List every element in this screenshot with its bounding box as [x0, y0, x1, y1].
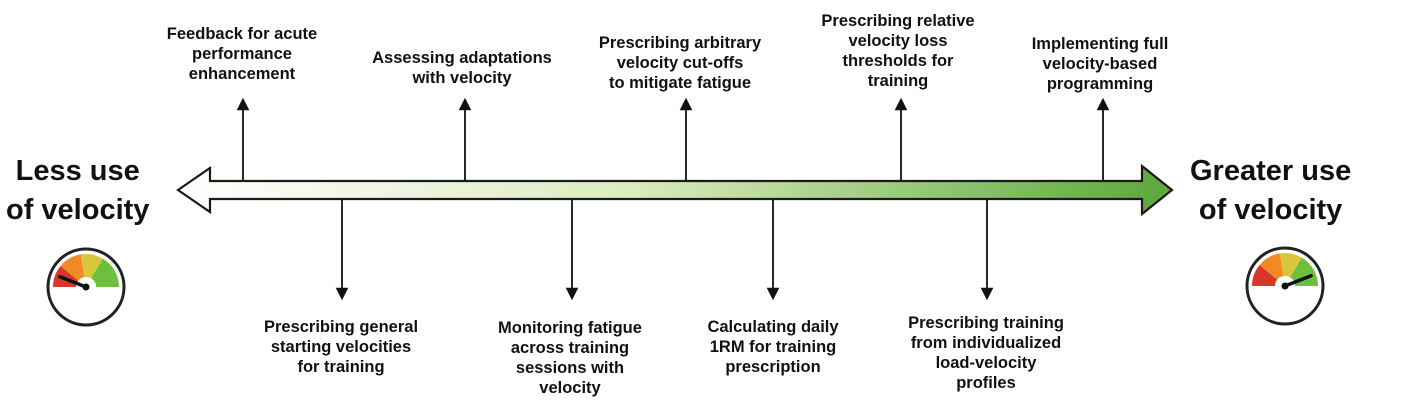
bottom-item-label: Prescribing general starting velocities … — [263, 318, 419, 376]
gauge-segment — [1259, 253, 1284, 280]
gauge-needle — [58, 274, 88, 289]
top-item-label: Feedback for acute performance enhanceme… — [166, 25, 318, 83]
left-end-line: Less use — [15, 155, 140, 187]
gauge-segment — [1252, 264, 1278, 286]
gauge-segment — [91, 258, 119, 287]
right-end-line: of velocity — [1198, 194, 1343, 226]
right-end-line: Greater use — [1190, 155, 1352, 187]
top-item-label: Prescribing arbitrary velocity cut-offs … — [598, 34, 762, 92]
left-end-line: of velocity — [6, 194, 150, 226]
connector-lines — [236, 97, 1110, 301]
top-item-label: Prescribing relative velocity loss thres… — [821, 12, 975, 90]
right-end-label: Greater use of velocity — [1190, 152, 1351, 230]
continuum-arrow — [176, 163, 1174, 217]
gauge-right-icon — [1245, 246, 1325, 326]
bottom-item-label: Calculating daily 1RM for training presc… — [707, 318, 839, 376]
top-item-label: Implementing full velocity-based program… — [1031, 35, 1169, 93]
gauge-hub — [1281, 282, 1289, 290]
gauge-needle — [1283, 273, 1313, 288]
gauge-segment — [80, 254, 103, 279]
gauge-segment — [1279, 252, 1302, 278]
top-item-label: Assessing adaptations with velocity — [372, 49, 552, 87]
gauge-left-icon — [46, 247, 126, 327]
bottom-item-label: Monitoring fatigue across training sessi… — [498, 319, 642, 397]
bottom-item-label: Prescribing training from individualized… — [908, 314, 1064, 392]
left-end-label: Less use of velocity — [6, 152, 149, 230]
gauge-hub — [82, 283, 90, 291]
gauge-segment — [1290, 257, 1318, 286]
gauge-segment — [60, 254, 85, 281]
